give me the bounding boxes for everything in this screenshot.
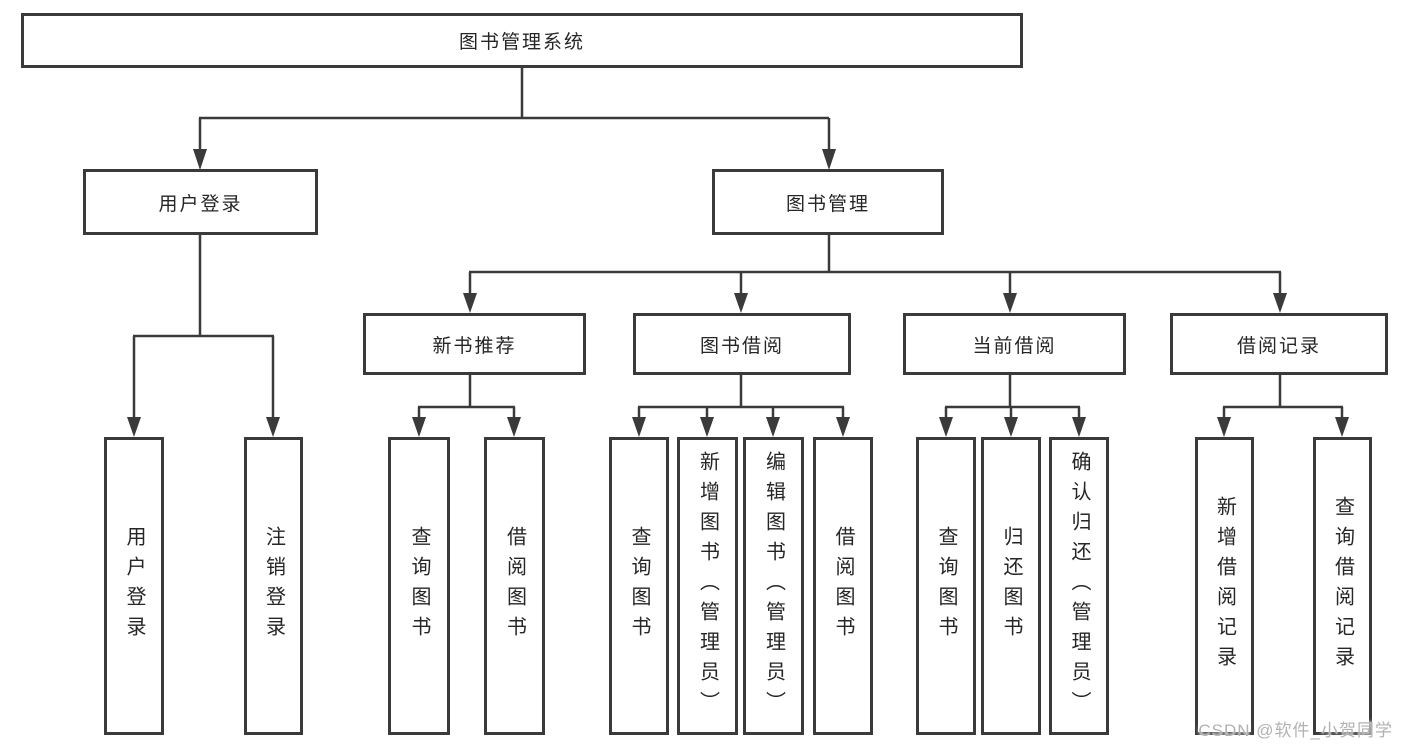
node-label: 确认归还（管理员）	[1068, 451, 1090, 721]
node-borrow-record: 借阅记录	[1170, 313, 1388, 375]
leaf-borrow-book-recommend: 借阅图书	[484, 437, 545, 735]
node-label: 用户登录	[123, 526, 145, 646]
leaf-borrow-book: 借阅图书	[813, 437, 873, 735]
node-label: 查询图书	[935, 526, 957, 646]
node-label: 当前借阅	[972, 335, 1057, 357]
node-label: 编辑图书（管理员）	[762, 451, 785, 721]
leaf-query-book-current: 查询图书	[916, 437, 976, 735]
node-book-borrow: 图书借阅	[633, 313, 851, 375]
leaf-return-book: 归还图书	[981, 437, 1041, 735]
node-label: 图书借阅	[699, 335, 784, 357]
node-book-management: 图书管理	[712, 169, 944, 235]
node-user-login: 用户登录	[83, 169, 318, 235]
leaf-query-borrow-record: 查询借阅记录	[1313, 437, 1372, 735]
node-label: 注销登录	[262, 526, 285, 646]
node-label: 借阅记录	[1236, 335, 1321, 357]
arrowheads	[127, 149, 1349, 437]
leaf-add-book-admin: 新增图书（管理员）	[677, 437, 738, 735]
node-label: 查询图书	[408, 526, 430, 646]
leaf-add-borrow-record: 新增借阅记录	[1195, 437, 1254, 735]
node-label: 查询借阅记录	[1331, 496, 1354, 676]
node-label: 查询图书	[628, 526, 650, 646]
leaf-query-book-borrow: 查询图书	[609, 437, 669, 735]
node-label: 新增借阅记录	[1213, 496, 1236, 676]
node-label: 图书管理系统	[458, 32, 585, 53]
node-root-library-system: 图书管理系统	[21, 13, 1023, 68]
node-label: 用户登录	[158, 193, 243, 215]
leaf-query-book-recommend: 查询图书	[388, 437, 450, 735]
node-current-borrow: 当前借阅	[903, 313, 1126, 375]
node-label: 借阅图书	[832, 526, 854, 646]
node-label: 新书推荐	[432, 335, 517, 357]
leaf-confirm-return-admin: 确认归还（管理员）	[1049, 437, 1109, 735]
csdn-watermark: CSDN @软件_小贺同学	[1198, 721, 1393, 740]
leaf-user-login: 用户登录	[104, 437, 164, 735]
node-label: 新增图书（管理员）	[696, 451, 719, 721]
leaf-logout: 注销登录	[244, 437, 303, 735]
node-new-book-recommend: 新书推荐	[363, 313, 586, 375]
node-label: 图书管理	[785, 193, 870, 215]
node-label: 借阅图书	[503, 526, 526, 646]
node-label: 归还图书	[1000, 526, 1022, 646]
leaf-edit-book-admin: 编辑图书（管理员）	[743, 437, 804, 735]
